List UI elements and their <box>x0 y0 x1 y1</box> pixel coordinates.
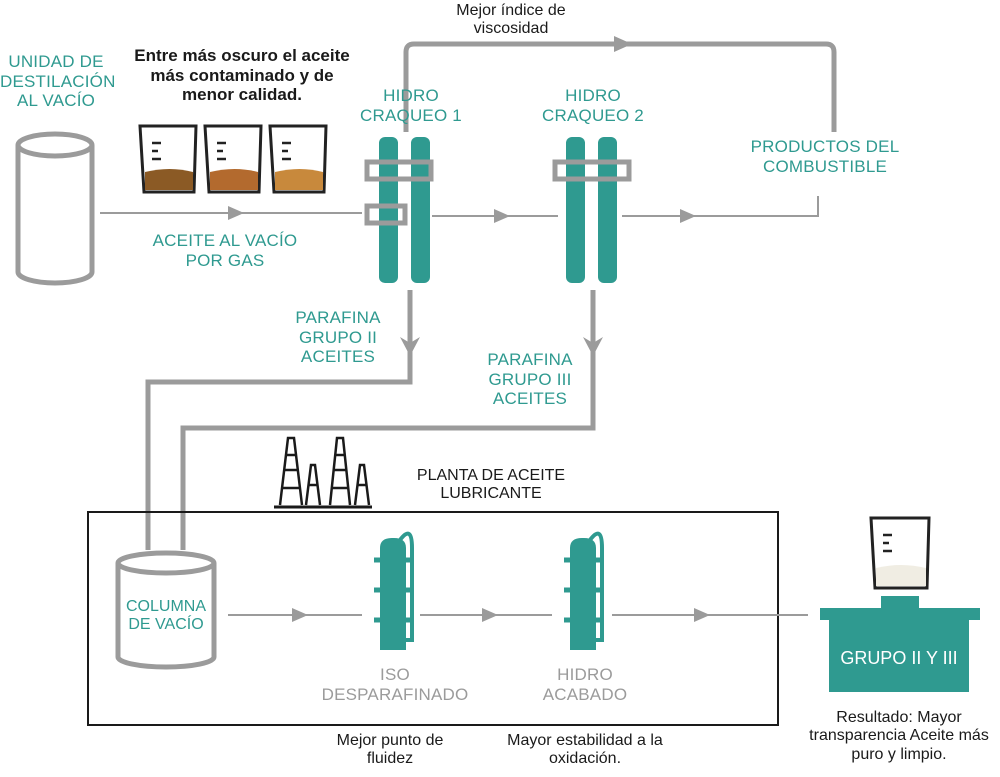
vacuum-gas-oil-label: ACEITE AL VACÍO POR GAS <box>152 231 298 270</box>
vdu-label: VDU <box>31 195 79 220</box>
beaker-medium-oil-icon <box>203 124 263 194</box>
flow-arrow <box>694 608 710 622</box>
lube-plant-label: PLANTA DE ACEITE LUBRICANTE <box>416 467 566 503</box>
group-2-3-label: GRUPO II Y III <box>840 648 958 668</box>
flow-arrow <box>494 209 510 223</box>
hydrofinishing-label: HIDRO ACABADO <box>542 665 628 704</box>
contamination-note: Entre más oscuro el aceite más contamina… <box>134 46 350 105</box>
viscosity-index-label: Mejor índice de viscosidad <box>456 2 566 38</box>
iso-dewaxing-label: ISO DESPARAFINADO <box>321 665 469 704</box>
result-label: Resultado: Mayor transparencia Aceite má… <box>809 709 989 763</box>
beaker-light-oil-icon <box>268 124 328 194</box>
flow-arrow <box>228 206 244 220</box>
fuel-products-label: PRODUCTOS DEL COMBUSTIBLE <box>750 137 900 176</box>
lube-plant-boundary <box>87 511 779 726</box>
iso-dewaxing-column-icon <box>374 531 414 650</box>
flow-arrow <box>482 608 498 622</box>
flow-arrow <box>680 209 696 223</box>
oil-derrick-icon <box>274 436 372 509</box>
beaker-clear-oil-icon <box>869 516 931 590</box>
hydrofinishing-column-icon <box>564 531 604 650</box>
oxidation-stability-label: Mayor estabilidad a la oxidación. <box>507 732 663 768</box>
pour-point-label: Mejor punto de fluidez <box>336 732 444 768</box>
beaker-dark-oil-icon <box>138 124 198 194</box>
paraffin-group-3-pipe <box>180 290 596 550</box>
hydrocracker-1-reactor-icon <box>364 137 434 283</box>
flow-arrow <box>292 608 308 622</box>
vdu-title-label: UNIDAD DE DESTILACIÓN AL VACÍO <box>0 52 116 111</box>
flow-arrow <box>614 36 632 52</box>
paraffin-group-2-pipe <box>145 290 413 550</box>
vdu-cylinder <box>15 131 95 286</box>
flow-arrow <box>400 337 420 356</box>
flow-line-fuel-products <box>622 196 819 217</box>
vacuum-column-tank <box>115 550 217 670</box>
group-2-3-storage-tank-icon <box>820 596 980 692</box>
paraffin-group-2-label: PARAFINA GRUPO II ACEITES <box>295 308 381 367</box>
hydrocracker-2-reactor-icon <box>552 137 632 283</box>
flow-arrow <box>583 337 603 356</box>
hydrocracking-1-label: HIDRO CRAQUEO 1 <box>360 86 462 125</box>
paraffin-group-3-label: PARAFINA GRUPO III ACEITES <box>487 350 573 409</box>
vacuum-column-label: COLUMNA DE VACÍO <box>125 598 206 634</box>
hydrocracking-2-label: HIDRO CRAQUEO 2 <box>542 86 644 125</box>
